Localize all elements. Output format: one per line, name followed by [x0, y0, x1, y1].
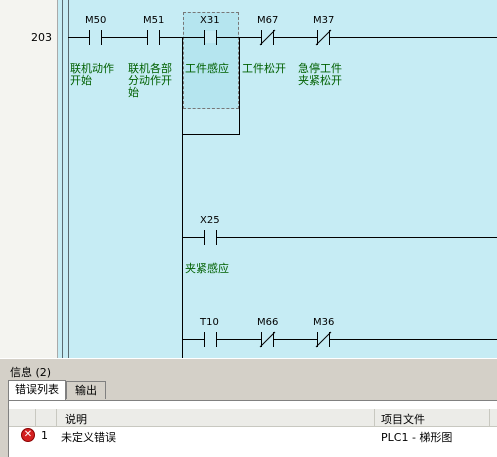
info-panel-title: 信息 (2) — [10, 366, 52, 379]
contact-address: X31 — [200, 15, 220, 26]
contact-comment: 联机动作 — [70, 61, 114, 75]
contact-comment: 夹紧感应 — [185, 261, 229, 275]
info-panel-title-bar: 信息 (2) — [0, 364, 497, 379]
row-description: 未定义错误 — [61, 431, 116, 444]
row-index: 1 — [41, 429, 48, 442]
column-header-description[interactable]: 说明 — [65, 413, 87, 426]
contact-address: M36 — [313, 317, 334, 328]
contact-comment: 工件松开 — [242, 61, 286, 75]
error-list[interactable]: 说明 项目文件 ✕ 1 未定义错误 PLC1 - 梯形图 — [8, 400, 497, 457]
contact-m67[interactable]: M67 工件松开 — [242, 15, 286, 75]
line-number-gutter — [0, 0, 57, 358]
contact-x31[interactable]: X31 工件感应 — [185, 15, 229, 75]
panel-splitter[interactable] — [0, 358, 497, 367]
contact-comment: 开始 — [70, 73, 92, 87]
column-separator — [56, 409, 57, 426]
contact-comment: 工件感应 — [185, 61, 229, 75]
column-separator — [374, 409, 375, 426]
contact-comment: 联机各部 — [128, 61, 172, 75]
tab-output[interactable]: 输出 — [66, 381, 106, 399]
error-list-header — [9, 409, 497, 427]
contact-t10[interactable]: T10 — [199, 317, 219, 347]
contact-comment: 夹紧松开 — [298, 73, 342, 87]
contact-address: M66 — [257, 317, 278, 328]
contact-m36[interactable]: M36 — [313, 317, 334, 348]
contact-comment: 急停工件 — [298, 61, 342, 75]
left-power-rail-inner — [68, 0, 69, 358]
column-separator — [489, 409, 490, 426]
contact-address: M67 — [257, 15, 278, 26]
left-power-rail — [62, 0, 63, 358]
contact-m66[interactable]: M66 — [257, 317, 278, 348]
contact-address: M50 — [85, 15, 106, 26]
contact-address: X25 — [200, 215, 220, 226]
contact-address: T10 — [199, 317, 219, 328]
row-project-file: PLC1 - 梯形图 — [381, 431, 453, 444]
info-panel-tabs: 错误列表 输出 — [0, 379, 497, 401]
row-number: 203 — [31, 31, 52, 44]
contact-comment: 始 — [128, 85, 139, 99]
column-header-project-file[interactable]: 项目文件 — [381, 413, 425, 426]
selected-contact-cursor[interactable] — [183, 12, 239, 109]
contact-x25[interactable]: X25 夹紧感应 — [185, 215, 229, 275]
tab-error-list[interactable]: 错误列表 — [8, 380, 66, 400]
gutter-separator — [57, 0, 58, 358]
contact-address: M51 — [143, 15, 164, 26]
column-separator — [35, 409, 36, 426]
contact-address: M37 — [313, 15, 334, 26]
error-icon: ✕ — [21, 428, 35, 442]
contact-comment: 分动作开 — [128, 74, 172, 87]
